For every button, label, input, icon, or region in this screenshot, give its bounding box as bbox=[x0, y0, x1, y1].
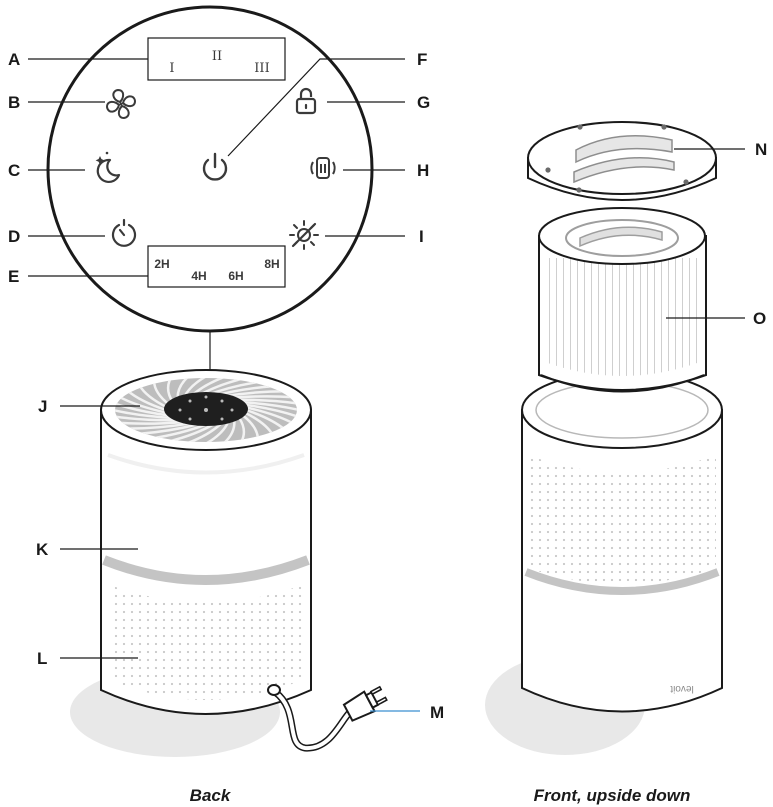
sleep-mode-icon[interactable] bbox=[95, 151, 121, 184]
callout-m: M bbox=[430, 703, 444, 722]
timer-8h: 8H bbox=[264, 257, 279, 271]
callout-d: D bbox=[8, 227, 20, 246]
callout-k: K bbox=[36, 540, 49, 559]
callout-h: H bbox=[417, 161, 429, 180]
intake-grille bbox=[110, 585, 302, 700]
callout-g: G bbox=[417, 93, 430, 112]
callout-labels: A B C D E F G H I J K L M N O bbox=[8, 50, 767, 722]
callout-n: N bbox=[755, 140, 767, 159]
timer-4h: 4H bbox=[191, 269, 206, 283]
timer-6h: 6H bbox=[228, 269, 243, 283]
callout-i: I bbox=[419, 227, 424, 246]
grill-swirl-line bbox=[117, 420, 184, 425]
power-icon[interactable] bbox=[202, 152, 228, 181]
grill-swirl-line bbox=[126, 422, 191, 430]
callout-o: O bbox=[753, 309, 766, 328]
callout-b: B bbox=[8, 93, 20, 112]
callout-e: E bbox=[8, 267, 19, 286]
lock-icon[interactable] bbox=[295, 87, 317, 115]
grill-swirl-line bbox=[204, 421, 230, 442]
grill-swirl-line bbox=[115, 415, 178, 422]
control-panel-zoom: I II III 2H 4H 6H 8H bbox=[46, 5, 374, 395]
timer-indicator-box: 2H 4H 6H 8H bbox=[147, 245, 286, 288]
filter-cover-lid bbox=[527, 121, 717, 201]
purifier-back-view bbox=[70, 369, 388, 757]
grill-swirl-line bbox=[186, 422, 223, 442]
callout-lines bbox=[28, 58, 745, 712]
grill-swirl-line bbox=[242, 403, 297, 419]
callout-f: F bbox=[417, 50, 427, 69]
caption-front-upside-down: Front, upside down bbox=[534, 786, 691, 805]
filter bbox=[538, 207, 707, 393]
fan-speed-low: I bbox=[169, 61, 174, 76]
timer-2h: 2H bbox=[154, 257, 169, 271]
brand-logo: levoit bbox=[670, 683, 694, 694]
grill-swirl-line bbox=[115, 408, 173, 420]
callout-j: J bbox=[38, 397, 47, 416]
filter-check-icon[interactable] bbox=[310, 157, 336, 179]
grill-swirl-line bbox=[239, 400, 297, 412]
grill-swirl-line bbox=[244, 405, 294, 425]
callout-l: L bbox=[37, 649, 47, 668]
fan-speed-medium: II bbox=[212, 49, 222, 64]
grill-swirl-line bbox=[115, 401, 170, 417]
intake-grille-right bbox=[528, 455, 716, 584]
fan-icon[interactable] bbox=[106, 89, 136, 119]
display-light-icon[interactable] bbox=[289, 220, 319, 250]
power-cord bbox=[267, 684, 388, 752]
caption-back: Back bbox=[190, 786, 232, 805]
callout-a: A bbox=[8, 50, 20, 69]
timer-icon[interactable] bbox=[111, 218, 137, 247]
callout-c: C bbox=[8, 161, 20, 180]
power-plug bbox=[342, 685, 388, 722]
fan-speed-high: III bbox=[254, 61, 269, 76]
purifier-front-view: levoit bbox=[485, 121, 723, 755]
